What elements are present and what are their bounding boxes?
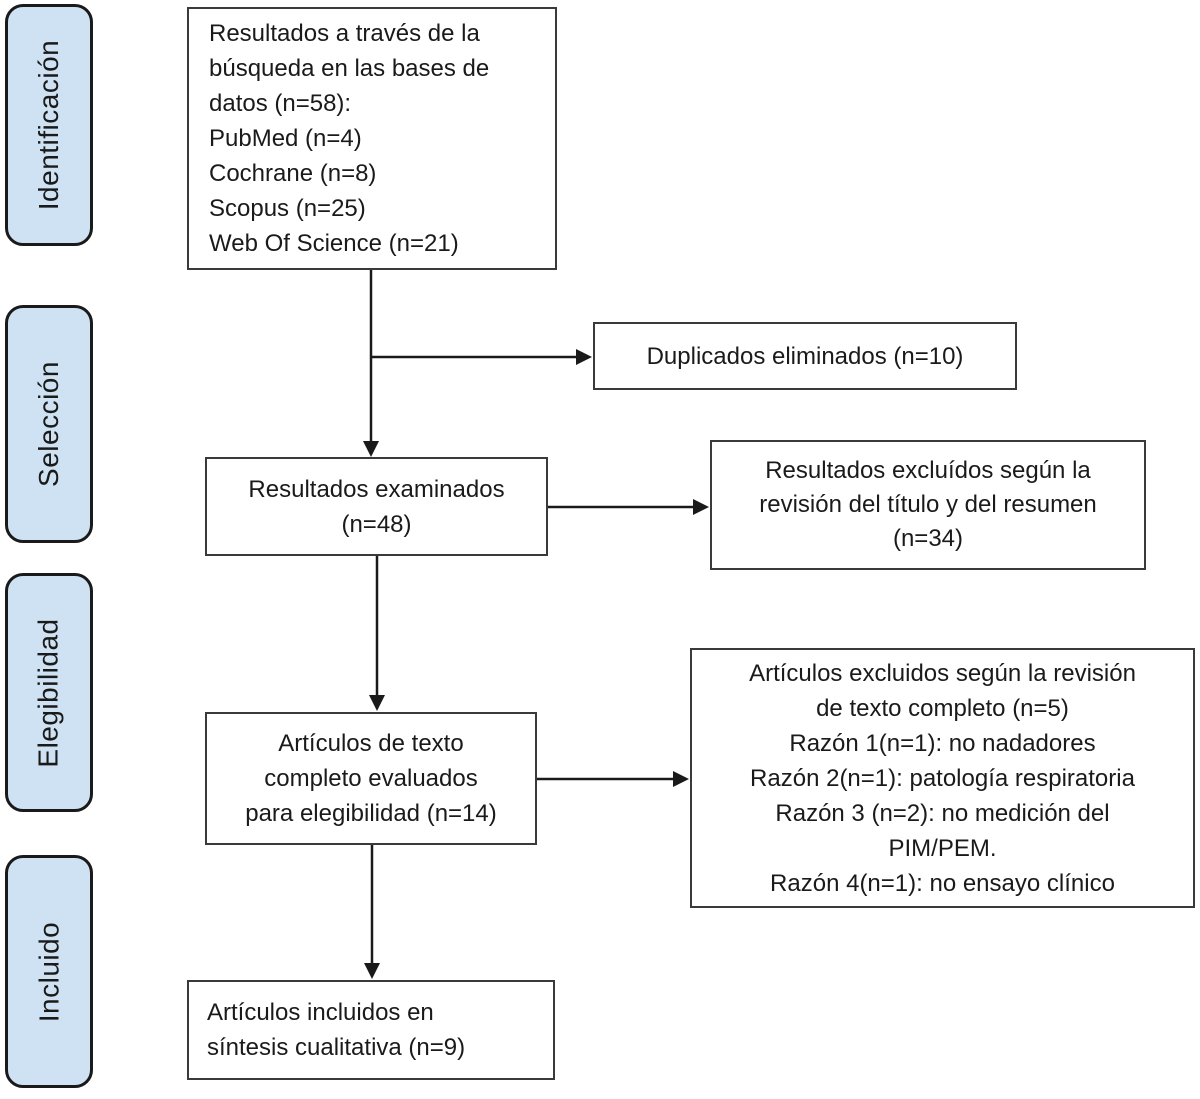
- box-records-excluded-title-abstract: Resultados excluídos según la revisión d…: [710, 440, 1146, 570]
- arrow-branch-to-duplicates: [371, 349, 592, 365]
- box-fulltext-assessed: Artículos de texto completo evaluados pa…: [205, 712, 537, 845]
- arrow-screened-to-fulltext: [369, 556, 385, 711]
- stage-selection: Selección: [5, 305, 93, 543]
- stage-eligibility: Elegibilidad: [5, 573, 93, 812]
- box-database-results: Resultados a través de la búsqueda en la…: [187, 7, 557, 270]
- box-records-screened-text: Resultados examinados (n=48): [248, 475, 505, 538]
- box-studies-included: Artículos incluidos en síntesis cualitat…: [187, 980, 555, 1080]
- stage-identification-label: Identificación: [33, 39, 64, 211]
- stage-selection-label: Selección: [33, 361, 64, 487]
- box-records-screened: Resultados examinados (n=48): [205, 457, 548, 556]
- box-database-results-text: Resultados a través de la búsqueda en la…: [209, 20, 490, 257]
- box-records-excluded-text: Resultados excluídos según la revisión d…: [759, 457, 1097, 552]
- stage-eligibility-label: Elegibilidad: [33, 617, 64, 768]
- box-fulltext-excluded-text: Artículos excluidos según la revisión de…: [749, 659, 1136, 897]
- arrow-screened-to-excluded: [548, 499, 709, 515]
- box-studies-included-text: Artículos incluidos en síntesis cualitat…: [207, 999, 466, 1061]
- box-fulltext-excluded: Artículos excluidos según la revisión de…: [690, 648, 1195, 908]
- box-duplicates-removed: Duplicados eliminados (n=10): [593, 322, 1017, 390]
- box-fulltext-assessed-text: Artículos de texto completo evaluados pa…: [245, 730, 497, 827]
- stage-included-label: Incluido: [33, 921, 65, 1022]
- arrow-fulltext-to-included: [364, 845, 380, 979]
- arrow-fulltext-to-excluded: [537, 771, 689, 787]
- box-duplicates-removed-text: Duplicados eliminados (n=10): [646, 342, 964, 370]
- arrow-database-to-screened: [363, 270, 379, 457]
- stage-included: Incluido: [5, 855, 93, 1088]
- stage-identification: Identificación: [5, 4, 93, 246]
